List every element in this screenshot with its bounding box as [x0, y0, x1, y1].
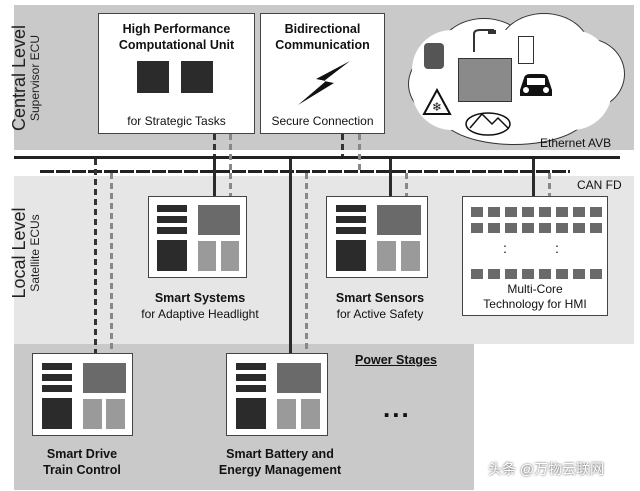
multicore-dots: : — [503, 240, 507, 256]
traffic-sign-icon — [424, 43, 444, 69]
core-cell — [488, 223, 500, 233]
core-cell — [590, 223, 602, 233]
car-icon — [520, 74, 552, 96]
bidirectional-ethernet-link — [341, 134, 344, 156]
smart-sensors-chip — [326, 196, 428, 278]
drive-train-chip — [32, 353, 133, 436]
traffic-light-icon — [518, 36, 534, 64]
core-cell — [471, 269, 483, 279]
bidirectional-box: Bidirectional Communication Secure Conne… — [260, 13, 385, 134]
core-cell — [539, 223, 551, 233]
core-cell — [505, 207, 517, 217]
core-cell — [590, 269, 602, 279]
smart-sensors-title: Smart Sensors — [335, 291, 425, 305]
smart-systems-title: Smart Systems — [154, 291, 246, 305]
ethernet-avb-label: Ethernet AVB — [540, 136, 612, 150]
multicore-title: Multi-Core — [507, 282, 563, 296]
core-cell — [556, 223, 568, 233]
multicore-dots: : — [555, 240, 559, 256]
can-fd-label: CAN FD — [577, 178, 622, 192]
core-cell — [505, 269, 517, 279]
core-cell — [556, 269, 568, 279]
landscape-icon — [465, 112, 511, 136]
map-icon — [458, 58, 512, 102]
hpcu-can-link — [229, 134, 232, 170]
power-stages-label: Power Stages — [355, 353, 437, 367]
core-cell — [573, 269, 585, 279]
smart-sensors-subtitle: for Active Safety — [336, 307, 424, 321]
core-cell — [522, 207, 534, 217]
local-level-label: Local Level Satellite ECUs — [9, 207, 42, 299]
smart-systems-chip — [148, 196, 247, 278]
battery-can-link — [305, 173, 308, 353]
multicore-subtitle: Technology for HMI — [483, 297, 587, 311]
core-cell — [471, 223, 483, 233]
battery-title-2: Energy Management — [218, 463, 342, 477]
multicore-ethernet-link — [532, 159, 535, 196]
ethernet-avb-bus — [14, 156, 620, 159]
multicore-can-link — [548, 173, 551, 196]
bidirectional-can-link — [358, 134, 361, 170]
smart-sensors-can-link — [405, 173, 408, 196]
core-cell — [471, 207, 483, 217]
core-cell — [505, 223, 517, 233]
drive-train-can-link — [110, 173, 113, 353]
connectivity-cloud: ❄ — [398, 8, 634, 148]
lightning-icon — [298, 61, 350, 105]
smart-systems-can-link — [229, 173, 232, 196]
can-fd-bus — [40, 170, 570, 173]
smart-systems-subtitle: for Adaptive Headlight — [141, 307, 259, 321]
core-cell — [488, 207, 500, 217]
chip-icon — [137, 61, 169, 93]
bidirectional-title: Bidirectional Communication — [275, 22, 370, 52]
drive-train-title-2: Train Control — [43, 463, 121, 477]
svg-text:❄: ❄ — [432, 100, 442, 114]
hpcu-subtitle: for Strategic Tasks — [127, 114, 226, 128]
battery-chip — [226, 353, 328, 436]
smart-sensors-ethernet-link — [389, 159, 392, 196]
more-ellipsis: ... — [383, 393, 411, 423]
core-cell — [590, 207, 602, 217]
central-level-label: Central Level Supervisor ECU — [9, 24, 42, 132]
core-cell — [488, 269, 500, 279]
hpcu-box: High Performance Computational Unit for … — [98, 13, 255, 134]
core-cell — [539, 207, 551, 217]
core-cell — [522, 269, 534, 279]
hpcu-title: High Performance Computational Unit — [118, 22, 235, 52]
core-cell — [556, 207, 568, 217]
battery-title-1: Smart Battery and — [226, 447, 334, 461]
smart-systems-ethernet-link — [213, 159, 216, 196]
bidirectional-subtitle: Secure Connection — [271, 114, 374, 128]
drive-train-title-1: Smart Drive — [46, 447, 118, 461]
core-cell — [573, 207, 585, 217]
chip-icon — [181, 61, 213, 93]
drive-train-ethernet-link — [94, 159, 97, 353]
snowflake-warning-icon: ❄ — [422, 88, 452, 115]
hpcu-ethernet-link — [213, 134, 216, 156]
battery-ethernet-link — [289, 159, 292, 353]
watermark: 头条 @万物云联网 — [488, 461, 605, 477]
core-cell — [539, 269, 551, 279]
core-cell — [573, 223, 585, 233]
core-cell — [522, 223, 534, 233]
street-light-icon — [473, 29, 496, 52]
multicore-chip: : : Multi-Core Technology for HMI — [462, 196, 608, 316]
